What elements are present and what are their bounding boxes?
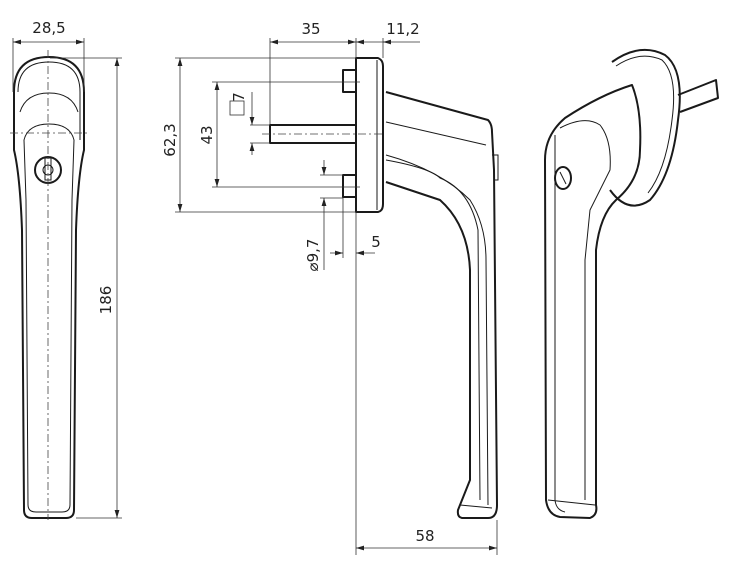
- dim-width: 28,5: [32, 19, 65, 37]
- front-view: 28,5 186: [10, 19, 122, 520]
- dim-screw-spacing: 43: [198, 125, 216, 144]
- perspective-view: [544, 48, 719, 519]
- dim-screw-projection: 5: [371, 233, 381, 251]
- dim-handle-projection: 58: [415, 527, 434, 545]
- dim-rosette-height: 62,3: [161, 123, 179, 156]
- dim-spindle-square: 7: [230, 92, 248, 102]
- dim-screw-diameter: ⌀9,7: [304, 239, 322, 272]
- dim-height: 186: [97, 286, 115, 315]
- dim-base-depth: 11,2: [386, 20, 419, 38]
- dim-spindle-length: 35: [301, 20, 320, 38]
- side-view: 35 11,2 62,3 43 7 ⌀9,7 5 58: [161, 20, 499, 555]
